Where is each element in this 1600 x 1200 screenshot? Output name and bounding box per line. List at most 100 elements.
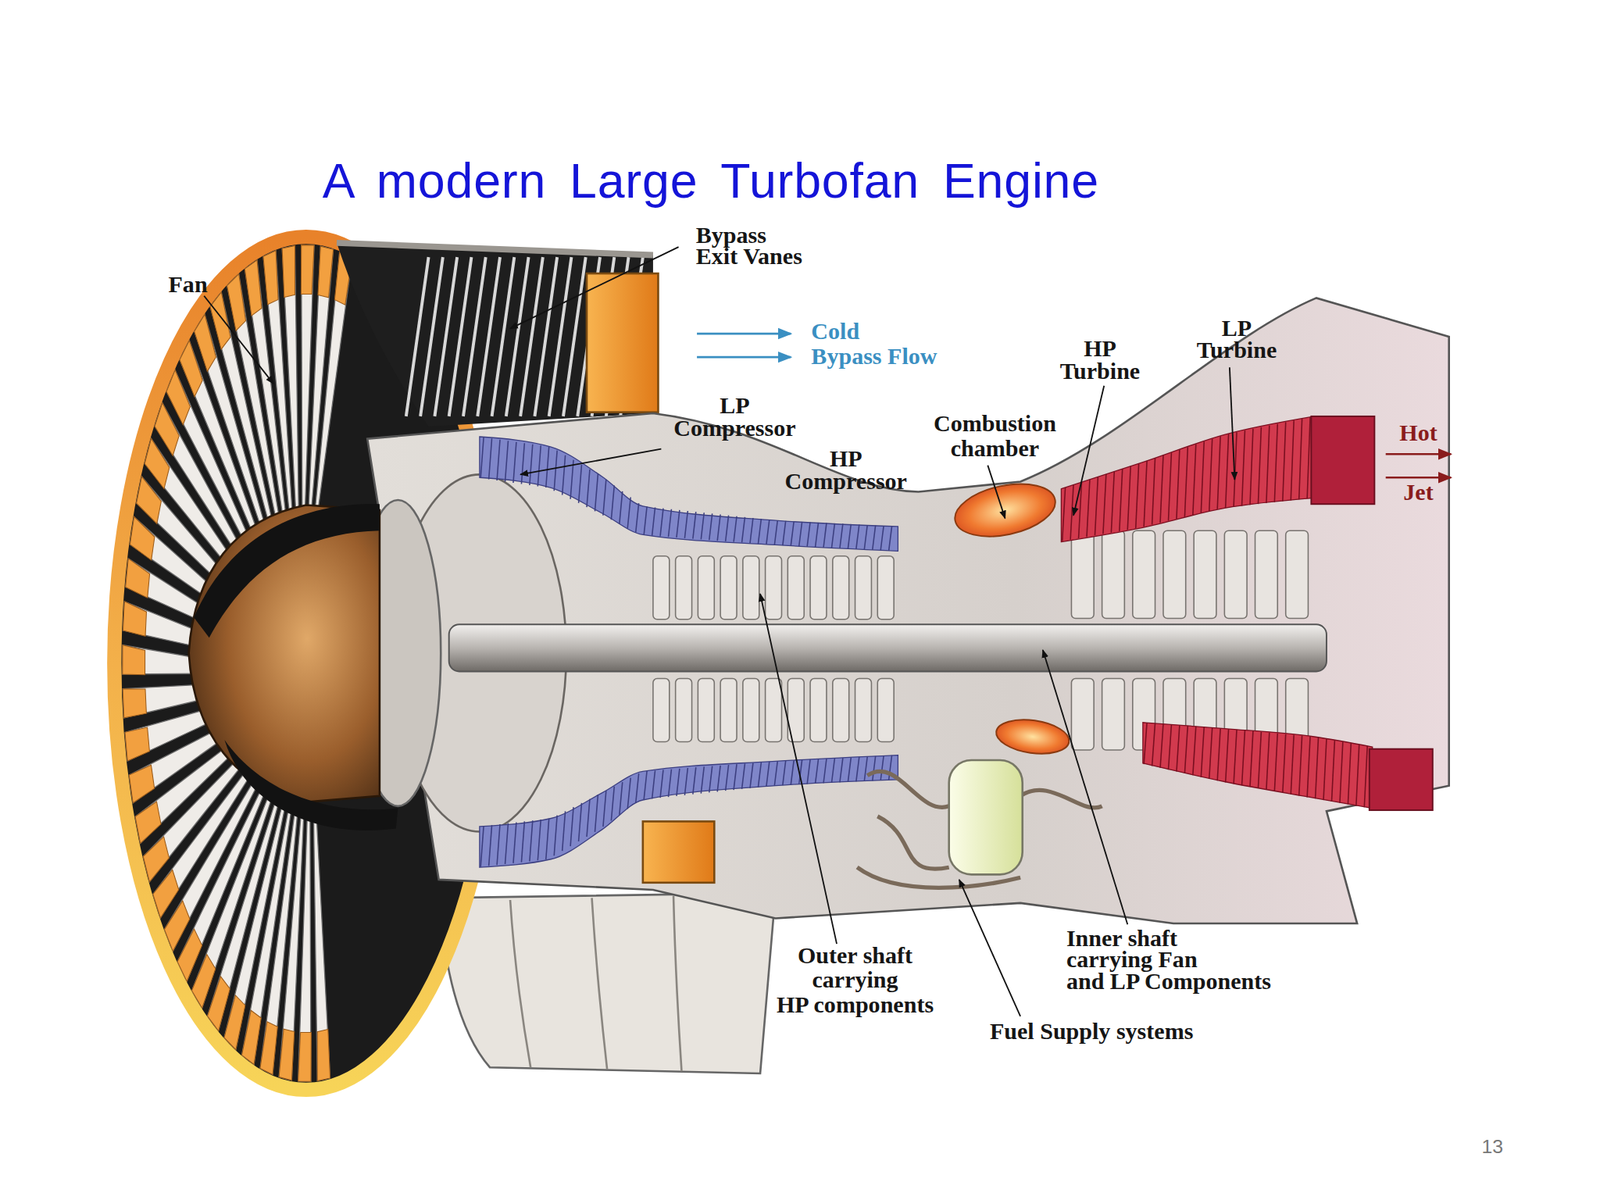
blade	[562, 810, 566, 851]
rotor-disc	[1102, 678, 1125, 750]
label-line: Bypass Flow	[810, 343, 937, 370]
leader-line	[987, 465, 1005, 519]
leader-line	[1385, 476, 1452, 479]
rotor-disc	[653, 556, 670, 620]
leader-lines	[203, 246, 1451, 1017]
fan-blade	[313, 803, 330, 1081]
blade	[586, 799, 590, 837]
blade-tip	[278, 1028, 295, 1081]
blade	[489, 438, 493, 479]
blade-tip	[260, 1021, 278, 1075]
leader-line	[1385, 453, 1452, 456]
blade	[505, 440, 509, 482]
blade	[668, 769, 672, 797]
blade	[610, 485, 615, 520]
blade	[1200, 441, 1204, 513]
blade-stripes	[1143, 722, 1368, 808]
blade	[1266, 425, 1270, 504]
blade	[815, 522, 819, 547]
blade	[684, 767, 688, 796]
label-line: Hot	[1399, 403, 1437, 464]
blade	[652, 507, 656, 536]
blade	[1225, 728, 1229, 783]
blade	[733, 516, 737, 543]
label-line: Jet	[1399, 463, 1437, 523]
blade	[660, 769, 664, 798]
rotor-disc	[1071, 530, 1094, 618]
blade	[1152, 723, 1156, 767]
blade	[619, 491, 623, 525]
part-label: Inner shaft carrying Fan and LP Componen…	[1066, 927, 1272, 992]
blade	[872, 525, 876, 550]
blade-tip	[282, 245, 295, 297]
blade	[790, 760, 794, 785]
blade	[480, 437, 484, 479]
blade	[1209, 727, 1213, 779]
rotor-disc	[653, 678, 670, 743]
engine-core	[367, 297, 1449, 924]
blade	[537, 445, 541, 486]
rotor-disc	[697, 556, 715, 620]
blade	[782, 521, 786, 546]
label-line: Fan	[168, 273, 208, 297]
blade	[757, 518, 761, 544]
blade	[1257, 732, 1261, 789]
blade	[643, 771, 647, 800]
blade	[553, 450, 558, 492]
blade	[1331, 740, 1335, 802]
blade	[807, 521, 811, 547]
blade	[823, 522, 827, 547]
blade	[1225, 433, 1229, 508]
label-line: Outer shaft	[776, 943, 934, 968]
flow-label: Hot Jet	[1399, 403, 1437, 523]
label-line: HP	[785, 447, 908, 471]
blade	[847, 524, 851, 549]
blade-row	[1142, 722, 1373, 809]
blade	[610, 786, 615, 822]
blade	[586, 469, 590, 508]
blade	[1127, 466, 1131, 530]
blade	[1217, 435, 1221, 510]
rotor-disc	[765, 556, 783, 620]
blade	[774, 760, 778, 786]
blade	[1160, 455, 1164, 523]
blade	[619, 782, 623, 815]
spinner-shadow	[193, 503, 380, 638]
blade-tip	[317, 1028, 330, 1081]
leader-line	[1229, 367, 1236, 480]
rotor-disc	[1193, 530, 1217, 618]
blade-tip	[122, 689, 147, 718]
blade	[1143, 722, 1147, 765]
blade	[847, 757, 851, 783]
blade	[627, 778, 631, 810]
leader-line	[696, 356, 791, 359]
label-line: Combustion	[933, 412, 1057, 437]
rotor-disc	[832, 556, 850, 620]
blade	[839, 523, 843, 548]
blade	[1257, 427, 1261, 504]
blade	[603, 479, 607, 516]
leader-line	[696, 332, 791, 336]
blade	[1168, 452, 1172, 521]
blade	[872, 756, 876, 781]
leader-line	[959, 879, 1021, 1017]
page-number: 13	[1481, 1135, 1504, 1159]
rotor-disc	[720, 556, 737, 620]
rotor-disc	[1224, 530, 1247, 618]
blade	[1250, 731, 1254, 787]
blade	[594, 474, 598, 511]
blade	[889, 526, 893, 551]
blade	[521, 442, 525, 484]
blade	[757, 762, 761, 788]
lp-turbine-exit	[1369, 749, 1433, 811]
label-line: 13	[1481, 1135, 1504, 1159]
blade-tip	[142, 836, 169, 883]
blade-tip	[244, 260, 262, 316]
blade	[578, 803, 583, 842]
blade-tip	[298, 1032, 312, 1083]
label-line: Bypass	[696, 224, 803, 246]
label-line: LP	[1196, 317, 1277, 340]
part-label: Combustion chamber	[933, 412, 1057, 462]
rotor-disc	[1285, 530, 1309, 618]
rotor-disc	[720, 678, 737, 743]
